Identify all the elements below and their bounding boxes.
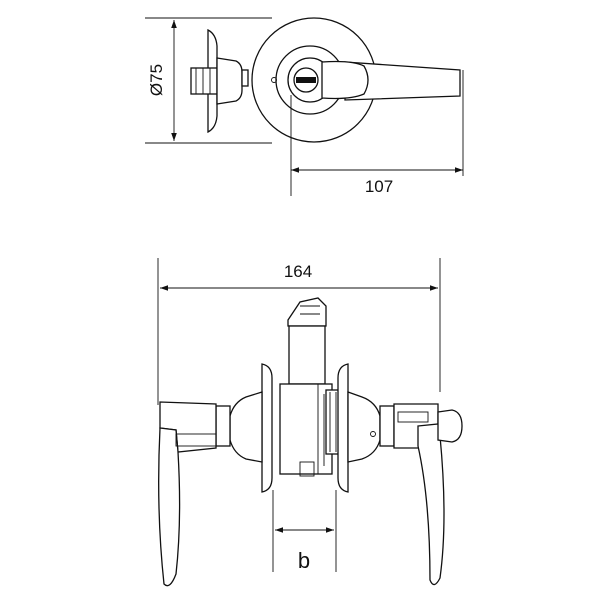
top-front-view: [251, 17, 461, 143]
top-side-view: [145, 17, 272, 144]
dim-lever-length: 107: [290, 70, 464, 196]
dim-rose-diameter: Ø75: [147, 20, 177, 141]
lock-body-elevation: [158, 297, 463, 587]
dim-overall-width: 164: [157, 258, 441, 405]
dim-backset: b: [272, 490, 337, 573]
label-lever-length: 107: [365, 177, 393, 196]
label-rose-diameter: Ø75: [147, 64, 166, 96]
label-backset: b: [298, 548, 310, 573]
label-overall-width: 164: [284, 262, 312, 281]
